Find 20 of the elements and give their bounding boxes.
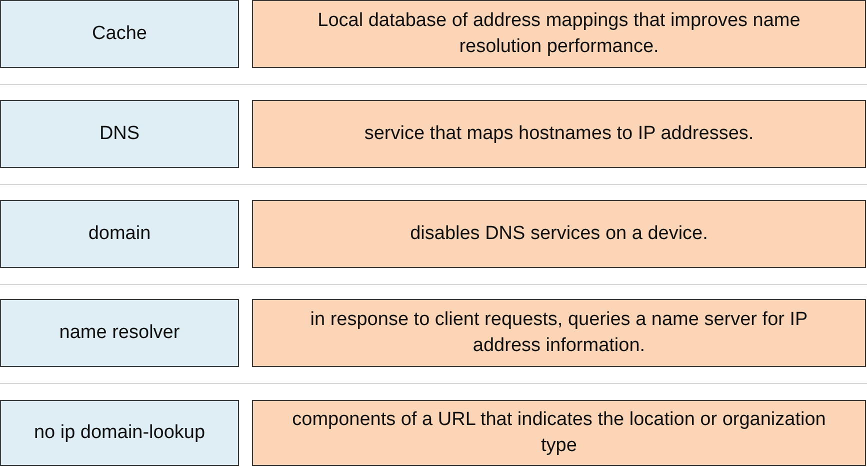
term-box bbox=[0, 400, 239, 466]
definition-box bbox=[252, 200, 866, 268]
term-text: name resolver bbox=[59, 321, 180, 346]
term-box bbox=[0, 299, 239, 367]
definition-text: in response to client requests, queries a name server for IP address information. bbox=[309, 308, 809, 358]
term-text: domain bbox=[88, 222, 151, 246]
definition-box bbox=[252, 100, 866, 168]
term-text: no ip domain-lookup bbox=[34, 421, 206, 446]
term-box bbox=[0, 100, 239, 168]
definition-text: Local database of address mappings that improves name resolution performance. bbox=[316, 9, 802, 59]
term-box bbox=[0, 200, 239, 268]
definition-text: service that maps hostnames to IP addresses. bbox=[364, 122, 754, 146]
definition-box bbox=[252, 400, 866, 466]
term-box bbox=[0, 0, 239, 68]
definition-text: disables DNS services on a device. bbox=[410, 222, 708, 246]
term-text: Cache bbox=[92, 22, 147, 46]
definition-box bbox=[252, 0, 866, 68]
definition-box bbox=[252, 299, 866, 367]
term-text: DNS bbox=[99, 122, 140, 146]
definition-text: components of a URL that indicates the location or organization type bbox=[291, 408, 827, 458]
